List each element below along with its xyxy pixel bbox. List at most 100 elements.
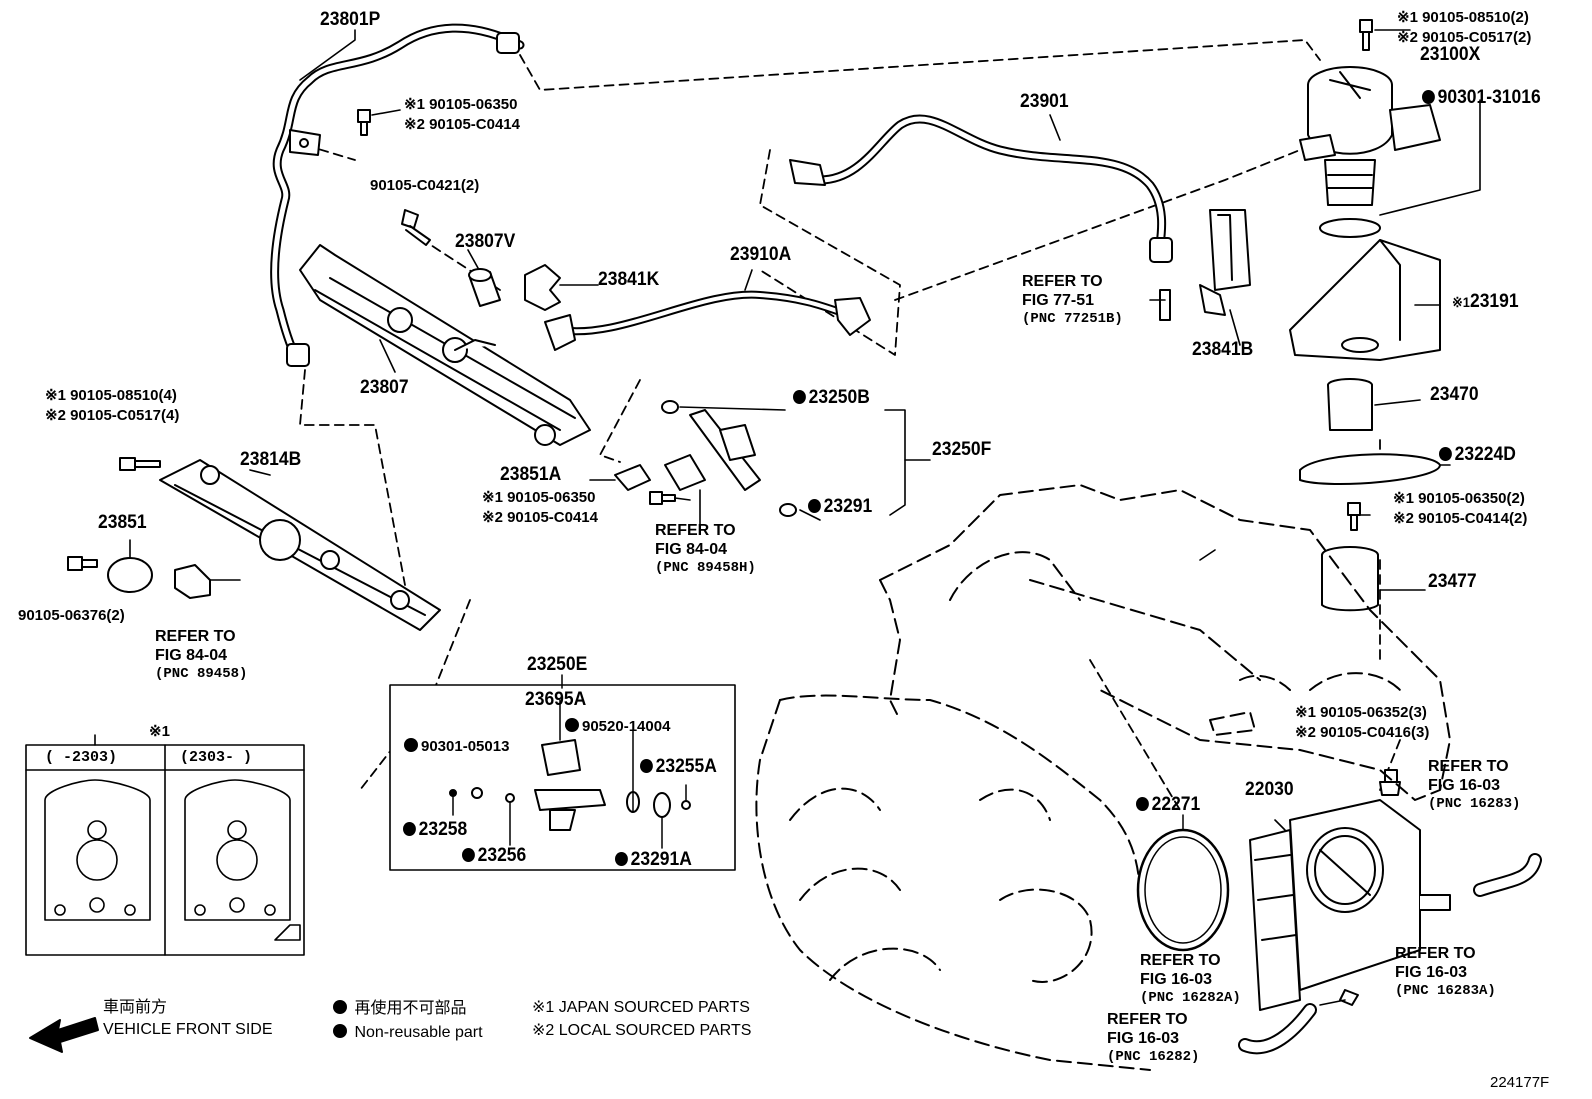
label-23807: 23807 bbox=[360, 377, 409, 398]
legend-local-sourced: ※2 LOCAL SOURCED PARTS bbox=[532, 1022, 752, 1039]
injector-kit-parts bbox=[449, 739, 691, 831]
label-23695A: 23695A bbox=[525, 689, 587, 710]
label-23250B: 23250B bbox=[793, 388, 870, 407]
kit-leader-lines bbox=[452, 674, 687, 849]
non-reusable-dot-icon bbox=[615, 852, 628, 866]
fuel-pipe-23910A bbox=[544, 290, 871, 351]
non-reusable-dot-icon bbox=[404, 738, 418, 752]
clip-23841K bbox=[524, 264, 561, 311]
refer-fig-16-03-d: REFER TO FIG 16-03 (PNC 16282) bbox=[1107, 1011, 1200, 1065]
label-23841K: 23841K bbox=[598, 269, 660, 290]
bolt-left-1: ※1 90105-08510(4) bbox=[45, 387, 177, 404]
collar-23807V bbox=[468, 268, 501, 307]
label-90301-05013: 90301-05013 bbox=[404, 738, 509, 754]
bolt-top-right-2: ※2 90105-C0517(2) bbox=[1397, 29, 1532, 46]
label-90301-31016: 90301-31016 bbox=[1422, 88, 1541, 107]
inset-col-2: (2303- ) bbox=[180, 749, 253, 766]
label-23291A: 23291A bbox=[615, 850, 692, 869]
pressure-sensor bbox=[174, 564, 211, 599]
bolt-rail-1: ※1 90105-06350 bbox=[404, 96, 518, 113]
label-23255A: 23255A bbox=[640, 757, 717, 776]
label-23250F: 23250F bbox=[932, 439, 992, 460]
non-reusable-dot-icon bbox=[1422, 90, 1435, 104]
non-reusable-dot-icon bbox=[808, 499, 821, 513]
gasket-23224D bbox=[1299, 453, 1441, 485]
bolt-rail-2: ※2 90105-C0414 bbox=[404, 116, 520, 133]
engine-outline bbox=[755, 484, 1451, 1071]
label-23470: 23470 bbox=[1430, 384, 1479, 405]
fuel-pipe-23801P bbox=[270, 23, 525, 367]
label-23851A: 23851A bbox=[500, 464, 562, 485]
label-23477: 23477 bbox=[1428, 571, 1477, 592]
connector-23841B bbox=[1199, 209, 1251, 316]
label-23801P: 23801P bbox=[320, 9, 381, 30]
injector-23250F bbox=[661, 400, 797, 517]
throttle-body-22030 bbox=[1249, 799, 1451, 1011]
legend-nonreuse-jp: 再使用不可部品 bbox=[333, 1000, 466, 1017]
non-reusable-dot-icon bbox=[1136, 797, 1149, 811]
non-reusable-dot-icon bbox=[333, 1000, 347, 1014]
label-leaders bbox=[129, 29, 1481, 1006]
label-22271: 22271 bbox=[1136, 795, 1200, 814]
refer-fig-16-03-a: REFER TO FIG 16-03 (PNC 16283) bbox=[1428, 758, 1521, 812]
non-reusable-dot-icon bbox=[565, 718, 579, 732]
hoses bbox=[1238, 853, 1542, 1055]
label-23901: 23901 bbox=[1020, 91, 1069, 112]
refer-fig-16-03-b: REFER TO FIG 16-03 (PNC 16282A) bbox=[1140, 952, 1241, 1006]
bolt-right-1: ※1 90105-06350(2) bbox=[1393, 490, 1525, 507]
figure-id: 224177F bbox=[1490, 1074, 1550, 1091]
non-reusable-dot-icon bbox=[1439, 447, 1452, 461]
label-22030: 22030 bbox=[1245, 779, 1294, 800]
non-reusable-dot-icon bbox=[640, 759, 653, 773]
label-23258: 23258 bbox=[403, 820, 467, 839]
clip-23851A bbox=[614, 464, 651, 491]
gasket-22271 bbox=[1136, 828, 1230, 952]
dashed-leader-lines bbox=[299, 39, 1401, 811]
refer-fig-84-04: REFER TO FIG 84-04 (PNC 89458) bbox=[155, 628, 248, 682]
bolt-throttle-2: ※2 90105-C0416(3) bbox=[1295, 724, 1430, 741]
label-23807V: 23807V bbox=[455, 231, 516, 252]
label-23910A: 23910A bbox=[730, 244, 792, 265]
non-reusable-dot-icon bbox=[333, 1024, 347, 1038]
inset-col-1: ( -2303) bbox=[45, 749, 118, 766]
bolt-top-right-1: ※1 90105-08510(2) bbox=[1397, 9, 1529, 26]
refer-fig-84-04-h: REFER TO FIG 84-04 (PNC 89458H) bbox=[655, 522, 756, 576]
bolts bbox=[67, 19, 1401, 796]
label-90105-C0421: 90105-C0421(2) bbox=[370, 177, 480, 194]
label-23851: 23851 bbox=[98, 512, 147, 533]
label-23256: 23256 bbox=[462, 846, 526, 865]
legend-nonreuse-en: Non-reusable part bbox=[333, 1024, 483, 1041]
refer-fig-77-51: REFER TO FIG 77-51 (PNC 77251B) bbox=[1022, 273, 1123, 327]
legend-front-en: VEHICLE FRONT SIDE bbox=[103, 1021, 273, 1038]
inset-variants bbox=[25, 734, 305, 956]
label-23291: 23291 bbox=[808, 497, 872, 516]
lifter-23470 bbox=[1327, 378, 1373, 431]
bolt-left-2: ※2 90105-C0517(4) bbox=[45, 407, 180, 424]
label-23100X: 23100X bbox=[1420, 44, 1481, 65]
pump-bracket-23191 bbox=[1289, 239, 1441, 361]
bolt-mid-2: ※2 90105-C0414 bbox=[482, 509, 598, 526]
spacer-23851 bbox=[107, 557, 153, 593]
non-reusable-dot-icon bbox=[793, 390, 806, 404]
non-reusable-dot-icon bbox=[403, 822, 416, 836]
label-23224D: 23224D bbox=[1439, 445, 1516, 464]
front-arrow-icon bbox=[29, 1017, 99, 1053]
inset-mark: ※1 bbox=[149, 723, 170, 740]
legend-front-jp: 車両前方 bbox=[103, 999, 168, 1016]
label-90520-14004: 90520-14004 bbox=[565, 718, 670, 734]
label-90105-06376: 90105-06376(2) bbox=[18, 607, 125, 624]
fuel-rail-23807 bbox=[299, 244, 591, 446]
bolt-throttle-1: ※1 90105-06352(3) bbox=[1295, 704, 1427, 721]
injector-kit-box bbox=[389, 684, 736, 871]
non-reusable-dot-icon bbox=[462, 848, 475, 862]
label-23814B: 23814B bbox=[240, 449, 302, 470]
bolt-mid-1: ※1 90105-06350 bbox=[482, 489, 596, 506]
legend-japan-sourced: ※1 JAPAN SOURCED PARTS bbox=[532, 999, 750, 1016]
fuel-pump-23100X bbox=[1299, 66, 1441, 238]
label-23250E: 23250E bbox=[527, 654, 588, 675]
refer-fig-16-03-c: REFER TO FIG 16-03 (PNC 16283A) bbox=[1395, 945, 1496, 999]
delivery-pipe-23814B bbox=[159, 459, 441, 631]
bolt-right-2: ※2 90105-C0414(2) bbox=[1393, 510, 1528, 527]
